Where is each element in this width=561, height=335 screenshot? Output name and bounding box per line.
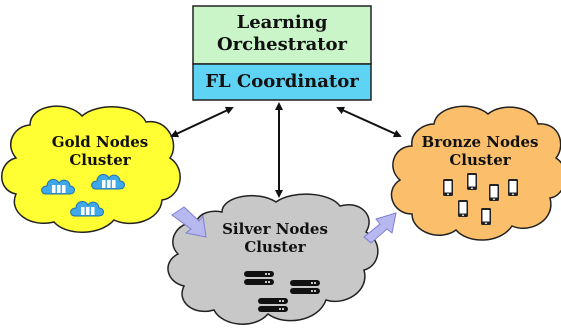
- gold-cluster-cloud: [1, 105, 181, 233]
- silver-cluster-label: Silver Nodes Cluster: [210, 220, 340, 256]
- gold-cluster-label: Gold Nodes Cluster: [40, 133, 160, 169]
- silver-cluster-cloud: [167, 193, 379, 325]
- learning-orchestrator-box: [192, 5, 372, 65]
- fl-coordinator-label: FL Coordinator: [205, 71, 359, 92]
- bronze-cluster-label: Bronze Nodes Cluster: [415, 133, 545, 169]
- bronze-coordinator-arrow: [336, 106, 402, 138]
- learning-orchestrator-label: Learning Orchestrator: [193, 12, 371, 55]
- smartphone-icon: [481, 208, 491, 225]
- learning-label-line1: Learning: [236, 12, 328, 33]
- bronze-cluster-cloud: [390, 105, 561, 241]
- gold-coordinator-arrow: [170, 106, 234, 138]
- bronze-label-line2: Cluster: [449, 151, 511, 169]
- fl-coordinator-box: [192, 63, 372, 101]
- silver-to-bronze-flow-arrow: [363, 212, 397, 244]
- smartphone-icon: [508, 179, 518, 196]
- learning-label-line2: Orchestrator: [216, 33, 348, 55]
- smartphone-icon: [467, 173, 477, 190]
- smartphone-icon: [458, 200, 468, 217]
- smartphone-icon: [489, 184, 499, 201]
- silver-label-line2: Cluster: [244, 238, 306, 256]
- smartphone-icon: [443, 179, 453, 196]
- gold-label-line1: Gold Nodes: [51, 133, 149, 151]
- gold-label-line2: Cluster: [69, 151, 131, 169]
- bronze-label-line1: Bronze Nodes: [421, 133, 539, 151]
- gold-to-silver-flow-arrow: [171, 206, 207, 238]
- silver-label-line1: Silver Nodes: [222, 220, 328, 238]
